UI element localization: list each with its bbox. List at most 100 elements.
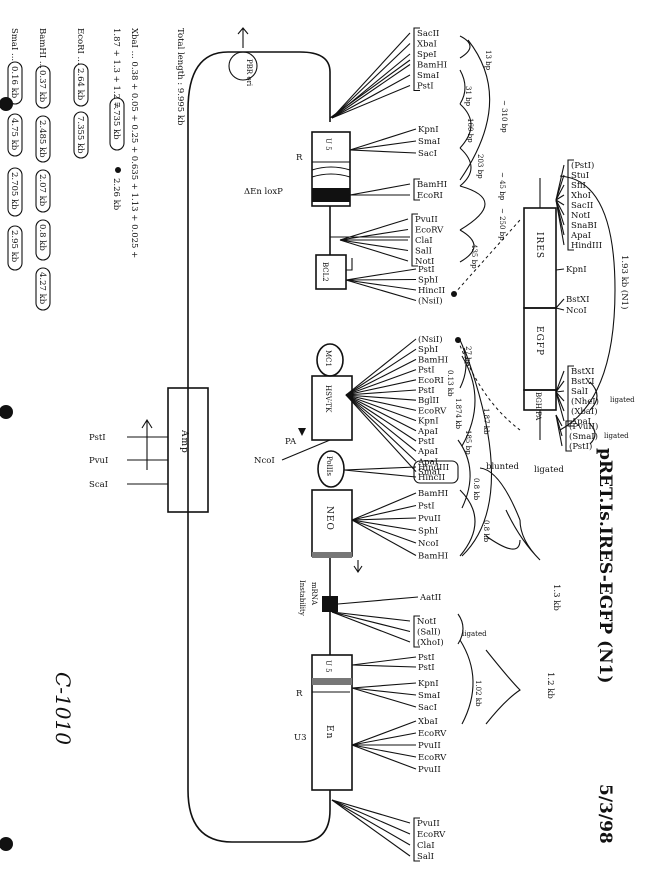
sites-en-b-label-1: SmaI: [418, 691, 440, 701]
sites-hind-oval: [413, 460, 459, 484]
bcl2-arrow: [346, 258, 353, 271]
sites-bottom-label-1: EcoRV: [417, 830, 446, 840]
smai-v3: 2.705 kb: [9, 172, 19, 210]
sites-bcl2b-line-3: [345, 279, 417, 302]
sites-en-c-label-3: EcoRV: [418, 753, 447, 763]
sites-bottom-line-0: [331, 799, 411, 824]
den-loxp-label: ΔEn loxP: [244, 187, 283, 197]
sites-en-a-line-0: [351, 656, 417, 666]
dist-203bp: 203 bp: [476, 154, 484, 179]
sites-tk-label-13: SmaI: [418, 468, 440, 478]
neo-label: NEO: [324, 506, 334, 531]
sites-loxp-label-1: EcoRI: [417, 191, 443, 201]
ori-arrow: [237, 27, 249, 48]
sites-egfp-end-label-1: BstXI: [571, 377, 594, 387]
mrna-label: mRNA: [310, 582, 318, 606]
sites-tk-line-0: [345, 338, 417, 396]
sites-tk-label-11: ApaI: [417, 447, 438, 457]
sites-bcl2a-label-2: ClaI: [415, 236, 433, 246]
sites-ires-label-8: HindIII: [571, 241, 602, 251]
sites-egfp-end-label-2: SalI: [571, 387, 588, 397]
site-ires-kpn-line: [555, 268, 565, 271]
ligated-hind: ligated: [534, 465, 564, 475]
xbai-line-1: XbaI ... 0.38 + 0.05 + 0.25 + 0.635 + 1.…: [129, 28, 139, 258]
dist-08kb-a: 0.8 kb: [472, 478, 480, 501]
dist-27bp: 27 bp: [464, 346, 472, 367]
sites-neo-line-3: [351, 519, 417, 532]
dist-12kb: 1.2 kb: [545, 672, 555, 699]
sites-ires-label-1: StuI: [571, 171, 589, 181]
sites-en-c-label-4: PvuII: [418, 765, 441, 775]
sites-ligated2-label-0: NotI: [417, 617, 436, 627]
sites-ligated2-label-2: (XhoI): [417, 637, 444, 648]
sites-top-line-4: [331, 74, 411, 119]
sites-en-a-label-0: PstI: [418, 653, 435, 663]
sites-bcl2b-line-0: [345, 268, 417, 281]
sites-bgh-line-2: [555, 414, 563, 447]
sites-top-label-4: SmaI: [417, 71, 439, 81]
sites-u5-line-2: [349, 149, 417, 154]
punch-hole-middle: [0, 405, 13, 419]
dist-13bp: 13 bp: [484, 50, 492, 71]
bcl2-label: BCL2: [321, 262, 329, 282]
sites-tk-line-3: [345, 369, 417, 396]
sites-top-label-0: SacII: [417, 29, 439, 39]
sites-egfp-end-line-2: [555, 390, 565, 393]
sites-ires-line-3: [555, 194, 565, 201]
sites-neo-label-3: SphI: [418, 527, 438, 537]
neo-gene: NEO: [311, 489, 363, 573]
site-aat-line: [337, 596, 419, 605]
r-top-label: R: [296, 153, 303, 163]
sites-tk-label-8: KpnI: [418, 417, 439, 427]
dist-45bp: ~ 45 bp: [498, 172, 506, 201]
sites-ires-label-3: XhoI: [571, 191, 591, 201]
sites-ires-line-4: [555, 199, 565, 206]
bgh-label: BGH PA: [534, 392, 542, 421]
sites-top-label-5: PstI: [417, 82, 434, 92]
sites-tk-label-12: ApaI: [417, 457, 438, 467]
sites-bcl2a-label-1: EcoRV: [415, 226, 444, 236]
sites-neo-line-1: [351, 504, 417, 521]
smai-v4: 2.95 kb: [9, 230, 19, 263]
bcl2-gene: BCL2: [315, 254, 353, 290]
sites-u5-label-0: KpnI: [418, 125, 439, 135]
sites-top-line-3: [331, 64, 411, 119]
restriction-sites: SacIIXbaISpeIBamHISmaIPstIKpnISmaISacIBa…: [331, 27, 602, 862]
ecori-oval-2: [73, 111, 89, 159]
sites-tk-label-7: EcoRV: [418, 406, 447, 416]
sites-en-a-label-1: PstI: [418, 663, 435, 673]
sites-tk-line-2: [345, 358, 417, 396]
amp-label: Amp: [179, 429, 189, 454]
pol2s-label: PolIIs: [325, 456, 333, 476]
sites-tk-line-13: [345, 394, 417, 472]
sites-ligated2-line-2: [331, 611, 411, 643]
sites-egfp-end-line-3: [555, 391, 565, 402]
sites-loxp-label-0: BamHI: [417, 180, 447, 190]
punch-hole-top: [0, 97, 13, 111]
xbai-dot: [115, 167, 121, 173]
ecori-v1: 2.64 kb: [75, 68, 85, 101]
sites-egfp-end-label-0: BstXI: [571, 367, 594, 377]
sites-en-c-label-2: PvuII: [418, 741, 441, 751]
sites-tk-line-12: [345, 394, 417, 462]
sites-ligated2-bracket: [413, 615, 420, 648]
insert-dash-top: [453, 219, 521, 295]
neo-arrow: [353, 560, 363, 573]
sites-top-label-2: SpeI: [417, 50, 437, 60]
insert-dash-bottom: [457, 339, 521, 431]
egfp-label: EGFP: [534, 326, 544, 356]
sites-bcl2b-label-0: PstI: [418, 265, 435, 275]
sites-en-b-line-0: [351, 682, 417, 689]
sites-en-c-line-1: [351, 732, 417, 746]
smai-oval-3: [7, 167, 23, 217]
sites-tk-label-9: ApaI: [417, 427, 438, 437]
bamhi-oval-2: [35, 115, 51, 163]
dist-193kb: 1.93 kb (N1): [619, 255, 630, 309]
u3-label: U3: [294, 733, 307, 743]
ligated-bgh: ligated: [604, 432, 629, 440]
punch-hole-bottom: [0, 837, 13, 851]
sites-loxp-bracket: [413, 178, 420, 201]
sites-ires-line-2: [555, 184, 565, 201]
plasmid-date: 5/3/98: [595, 784, 615, 844]
ncoi-left: NcoI: [254, 456, 275, 466]
